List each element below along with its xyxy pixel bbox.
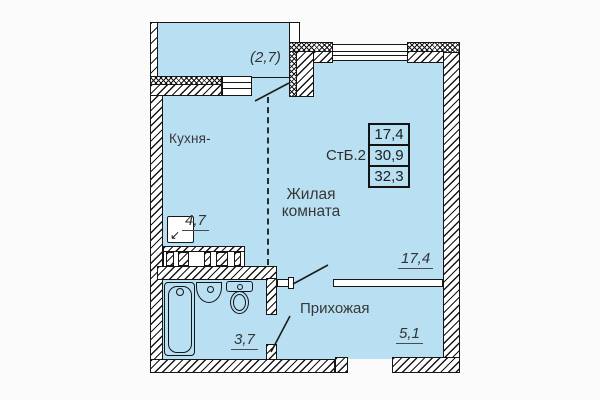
bathroom-door-jamb	[266, 344, 277, 360]
pier-wall-horizontal	[313, 51, 333, 63]
balcony-area-label: (2,7)	[250, 49, 281, 66]
living-room-window	[332, 44, 408, 61]
spec-row-usable: 30,9	[370, 146, 408, 167]
toilet-symbol	[226, 281, 253, 314]
window-glass-line	[223, 82, 251, 84]
vent-cell	[204, 252, 211, 266]
duct-arrow-icon: ↙	[170, 228, 181, 242]
window-glass-line	[333, 51, 407, 53]
living-room-fill	[296, 61, 443, 359]
bottom-wall-left	[150, 359, 335, 373]
right-corner-wall	[407, 51, 444, 63]
window-glass-line	[223, 88, 251, 90]
vent-cell	[216, 252, 228, 266]
kitchen-label: Кухня-	[169, 131, 211, 146]
balcony-sill-wall	[150, 84, 222, 96]
spec-row-total: 32,3	[374, 168, 404, 185]
living-room-area-label: 17,4	[398, 250, 434, 269]
bathtub-symbol	[164, 282, 195, 356]
entrance-door-post	[335, 357, 348, 373]
hallway-area-label: 5,1	[396, 325, 423, 344]
vent-cell	[178, 252, 189, 266]
bathtub-inner	[167, 285, 192, 353]
vent-cell	[166, 252, 174, 266]
bathroom-area-label: 3,7	[231, 331, 258, 350]
left-outer-wall	[150, 78, 163, 373]
kitchen-zone-dashed-line	[267, 97, 269, 265]
partition-main	[333, 279, 443, 287]
partition-door-jamb	[288, 277, 294, 289]
unit-type-label: СтБ.2	[325, 147, 366, 164]
bathtub-drain	[176, 288, 184, 296]
toilet-bowl	[230, 291, 249, 314]
kitchen-balcony-window	[222, 76, 252, 96]
spec-row-living: 17,4	[370, 125, 408, 146]
spec-box: 17,4 30,9 32,3	[368, 123, 410, 188]
kitchen-area-label: 4,7	[182, 212, 209, 231]
kitchen-duct-symbol: ↙	[167, 216, 194, 243]
balcony-left-wall	[150, 22, 158, 80]
window-glass-line	[333, 54, 407, 56]
living-room-label: Жилая комната	[281, 186, 341, 221]
hallway-label: Прихожая	[300, 300, 370, 317]
balcony-door-opening	[252, 76, 289, 96]
toilet-button	[237, 284, 243, 290]
vent-cell	[234, 252, 241, 266]
bottom-wall-right	[392, 357, 460, 373]
toilet-bowl-inner	[233, 294, 246, 311]
bathroom-top-wall	[157, 266, 277, 280]
pier-wall-vertical	[296, 51, 314, 97]
right-outer-wall	[443, 51, 460, 373]
bathroom-right-wall	[266, 278, 277, 315]
sink-drain	[207, 286, 214, 293]
